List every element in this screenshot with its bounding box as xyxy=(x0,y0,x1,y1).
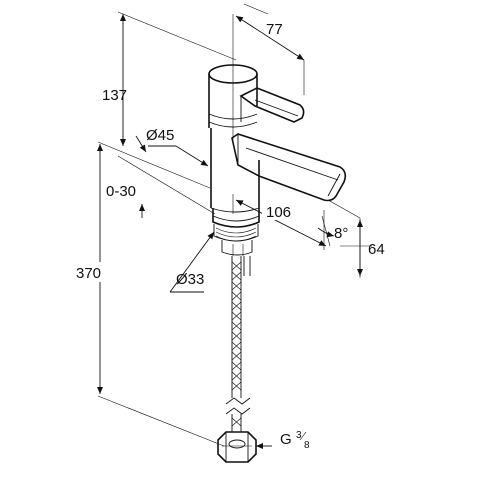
spout xyxy=(231,133,347,202)
extension-lines xyxy=(97,3,372,447)
dim-label-137: 137 xyxy=(102,87,127,104)
dim-label-106: 106 xyxy=(266,204,291,221)
dim-label-77: 77 xyxy=(266,21,283,38)
dimension-upper-height: 137 xyxy=(102,14,127,146)
dimension-body-diameter: Ø45 xyxy=(135,127,209,167)
dimension-total-height: 370 xyxy=(74,144,114,394)
dim-label-thread-numerator: 3 xyxy=(296,430,302,441)
connection-hoses xyxy=(225,256,251,432)
dim-label-diameter-33: Ø33 xyxy=(176,271,204,288)
dim-label-64: 64 xyxy=(368,241,385,258)
dimension-base-diameter: Ø33 xyxy=(169,231,215,293)
dimension-adjust-range: 0-30 xyxy=(106,183,145,218)
dim-label-0-30: 0-30 xyxy=(106,183,136,200)
dimension-spout-angle: 8° xyxy=(317,215,348,247)
dim-label-370: 370 xyxy=(76,265,101,282)
lever-handle xyxy=(239,87,305,123)
dim-label-thread-g: G xyxy=(280,431,292,448)
faucet-outline xyxy=(208,64,260,256)
dim-label-8-degree: 8° xyxy=(334,225,348,242)
dim-label-diameter-45: Ø45 xyxy=(146,127,174,144)
connector-nut xyxy=(217,431,257,463)
dimension-handle-reach: 77 xyxy=(235,15,305,61)
dimension-connection-thread: G 3 8 xyxy=(256,430,310,451)
dimension-spout-reach: 106 xyxy=(235,199,327,247)
dim-label-thread-denominator: 8 xyxy=(304,440,310,451)
dimension-spout-height: 64 xyxy=(357,220,385,276)
